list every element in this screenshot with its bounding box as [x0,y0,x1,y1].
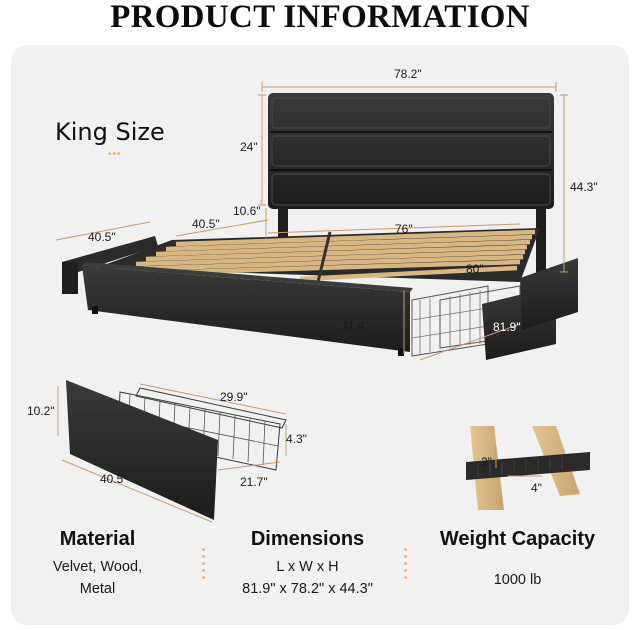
dimensions-title: Dimensions [250,528,365,550]
drawer-front-height-label: 10.2" [27,404,55,418]
slat-length-label: 76" [395,222,413,236]
drawer-front-panel [66,380,218,520]
basket-height-label: 4.3" [286,432,307,446]
rail-length-label: 40.5" [192,217,220,231]
material-line-2: Metal [79,581,116,597]
slat-detail-illustration [466,426,590,510]
divider-dots-right [402,548,408,583]
drawer-illustration [66,380,287,520]
divider-dots-left [200,548,206,583]
size-dots-decoration: ••• [108,149,122,160]
dimensions-line-1: L x W x H [276,559,339,575]
side-height-label: 11.4" [342,319,369,333]
drawer-fronts [482,258,578,360]
footboard-width-label: 40.5" [88,230,116,244]
total-height-label: 44.3" [570,180,598,194]
dimensions-line-2: 81.9" x 78.2" x 44.3" [242,581,373,597]
bed-length-label: 80" [466,262,484,276]
drawer-dimension-lines [57,383,287,523]
headboard [268,93,554,279]
bed-illustration [62,93,578,360]
page-title: PRODUCT INFORMATION [110,0,530,35]
bed-dimension-lines [55,82,568,361]
headboard-width-label: 78.2" [394,67,422,81]
weight-capacity-value: 1000 lb [493,572,542,588]
material-title: Material [59,528,136,550]
basket-depth-label: 21.7" [240,475,268,489]
drawer-front-length-label: 40.5" [100,472,128,486]
basket-width-label: 29.9" [220,390,248,404]
leg-clearance-label: 10.6" [233,204,261,218]
footboard [82,262,413,356]
weight-capacity-title: Weight Capacity [439,528,596,550]
material-line-1: Velvet, Wood, [52,559,143,575]
size-label: King Size [55,118,165,146]
headboard-height-label: 24" [240,140,258,154]
slat-width-label: 4" [531,481,542,495]
slat-frame [96,228,540,283]
drawer-length-label: 81.9" [493,320,521,334]
slat-dimension-lines [495,446,542,477]
slat-thickness-label: 2" [481,455,492,469]
